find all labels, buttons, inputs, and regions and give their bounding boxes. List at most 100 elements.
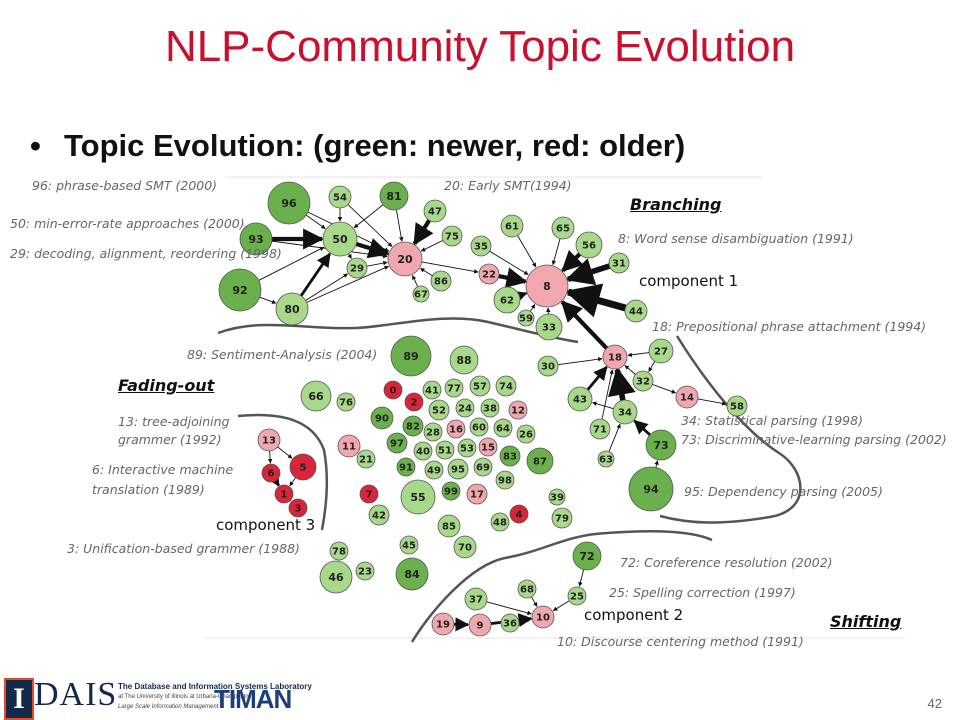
topic-node-circle-77 — [444, 378, 464, 398]
edge-27-18 — [627, 352, 650, 358]
topic-node-circle-92 — [218, 268, 262, 312]
topic-node-circle-62 — [493, 286, 521, 314]
topic-node-10: 10 — [531, 605, 555, 629]
edge-80-50 — [299, 252, 331, 297]
topic-node-circle-83 — [499, 445, 521, 467]
topic-node-circle-84 — [395, 557, 429, 591]
topic-node-68: 68 — [517, 579, 537, 599]
topic-node-circle-75 — [441, 225, 463, 247]
topic-node-circle-30 — [537, 355, 559, 377]
topic-node-label-9: 9 — [477, 621, 484, 632]
topic-node-label-69: 69 — [476, 463, 490, 474]
annotation-34: 34: Statistical parsing (1998) — [681, 413, 863, 428]
topic-node-63: 63 — [597, 450, 615, 468]
component-3-label: component 3 — [216, 516, 316, 534]
topic-node-circle-63 — [597, 450, 615, 468]
topic-node-label-85: 85 — [442, 522, 456, 533]
edge-80-20 — [306, 265, 389, 303]
topic-node-96: 96 — [267, 181, 311, 225]
annotation-10: 10: Discourse centering method (1991) — [557, 634, 804, 649]
topic-node-5: 5 — [289, 453, 317, 481]
timan-wordmark: TIMAN — [214, 684, 292, 714]
topic-node-circle-18 — [602, 344, 628, 370]
topic-node-label-21: 21 — [359, 455, 373, 466]
topic-node-95: 95 — [447, 458, 469, 480]
topic-node-label-17: 17 — [470, 490, 484, 501]
topic-node-circle-89 — [390, 335, 432, 377]
topic-node-label-4: 4 — [516, 510, 523, 521]
topic-node-9: 9 — [468, 613, 492, 637]
topic-node-label-79: 79 — [555, 514, 569, 525]
topic-node-label-20: 20 — [397, 253, 413, 266]
topic-node-label-29: 29 — [350, 264, 364, 275]
topic-node-circle-70 — [453, 535, 477, 559]
topic-node-label-90: 90 — [375, 414, 389, 425]
topic-node-circle-71 — [589, 418, 611, 440]
topic-node-label-82: 82 — [406, 422, 420, 433]
topic-node-71: 71 — [589, 418, 611, 440]
topic-node-label-11: 11 — [342, 442, 356, 453]
topic-node-circle-10 — [531, 605, 555, 629]
topic-node-circle-8 — [525, 264, 569, 308]
topic-node-60: 60 — [469, 417, 489, 437]
topic-node-58: 58 — [726, 395, 748, 417]
topic-node-circle-38 — [480, 398, 500, 418]
topic-node-label-65: 65 — [556, 224, 570, 235]
topic-node-label-89: 89 — [403, 350, 418, 363]
topic-node-label-30: 30 — [541, 362, 555, 373]
edge-65-8 — [551, 238, 561, 266]
topic-node-circle-47 — [423, 199, 447, 223]
topic-node-label-97: 97 — [390, 439, 404, 450]
topic-node-label-68: 68 — [520, 585, 534, 596]
topic-node-label-47: 47 — [428, 207, 442, 218]
topic-node-circle-5 — [289, 453, 317, 481]
topic-node-7: 7 — [359, 484, 379, 504]
annotation-29: 29: decoding, alignment, reordering (199… — [10, 246, 282, 261]
page-number: 42 — [927, 696, 942, 711]
topic-node-circle-97 — [386, 432, 408, 454]
topic-node-25: 25 — [567, 586, 587, 606]
topic-node-8: 8 — [525, 264, 569, 308]
edge-94-73 — [654, 460, 659, 468]
topic-node-24: 24 — [455, 398, 475, 418]
topic-node-14: 14 — [675, 385, 699, 409]
topic-node-18: 18 — [602, 344, 628, 370]
topic-node-55: 55 — [400, 479, 436, 515]
topic-node-circle-76 — [336, 392, 356, 412]
topic-node-36: 36 — [500, 613, 520, 633]
topic-node-label-70: 70 — [458, 543, 472, 554]
topic-node-label-12: 12 — [511, 406, 525, 417]
topic-node-94: 94 — [628, 466, 674, 512]
topic-node-73: 73 — [645, 429, 677, 461]
topic-node-circle-0 — [383, 380, 403, 400]
topic-node-label-77: 77 — [447, 384, 461, 395]
edge-31-8 — [565, 258, 611, 285]
topic-node-label-48: 48 — [493, 518, 507, 529]
topic-node-circle-45 — [399, 535, 419, 555]
edge-47-20 — [412, 219, 434, 246]
topic-node-label-16: 16 — [449, 425, 463, 436]
topic-node-3: 3 — [288, 498, 308, 518]
topic-node-circle-55 — [400, 479, 436, 515]
topic-node-51: 51 — [435, 440, 455, 460]
topic-node-label-57: 57 — [473, 382, 487, 393]
topic-node-85: 85 — [437, 514, 461, 538]
topic-node-label-87: 87 — [533, 457, 547, 468]
topic-node-circle-86 — [430, 270, 452, 292]
topic-node-circle-50 — [322, 221, 358, 257]
topic-node-81: 81 — [379, 181, 409, 211]
topic-node-label-83: 83 — [503, 452, 517, 463]
topic-node-circle-90 — [370, 406, 394, 430]
diagram-frame — [205, 176, 905, 639]
topic-node-circle-44 — [624, 299, 648, 323]
topic-node-circle-32 — [632, 370, 654, 392]
topic-node-35: 35 — [470, 235, 492, 257]
topic-node-44: 44 — [624, 299, 648, 323]
edge-10-36 — [519, 618, 533, 623]
edge-29-20 — [366, 260, 388, 267]
topic-node-34: 34 — [612, 399, 638, 425]
topic-node-circle-80 — [275, 292, 309, 326]
topic-node-circle-60 — [469, 417, 489, 437]
topic-node-circle-53 — [457, 438, 477, 458]
topic-node-label-62: 62 — [500, 296, 514, 307]
